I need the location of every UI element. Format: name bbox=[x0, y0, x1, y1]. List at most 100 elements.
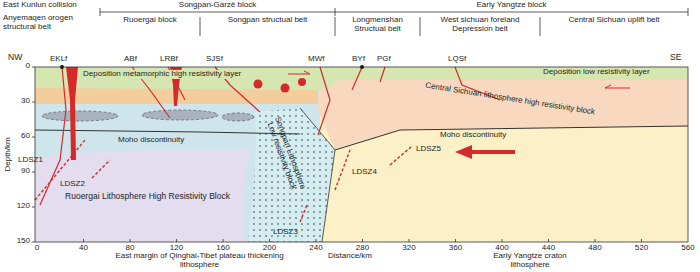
tick bbox=[223, 239, 224, 242]
tick bbox=[455, 239, 456, 242]
belt-label: Ruoergai block bbox=[102, 16, 198, 25]
ldsz-lines bbox=[35, 140, 412, 222]
tick bbox=[269, 239, 270, 242]
zone-label: LDSZ2 bbox=[60, 180, 85, 189]
songpan-block bbox=[248, 108, 335, 242]
fault-label: LRBf bbox=[160, 55, 178, 64]
belt-label: Anyemaqen orogen structural belt bbox=[3, 14, 95, 32]
bracket-tick bbox=[688, 8, 689, 16]
bracket-tick bbox=[100, 8, 101, 16]
tick bbox=[32, 207, 35, 208]
axis-tick-label: 90 bbox=[6, 167, 30, 176]
layer-label: Deposition low resistivity layer bbox=[543, 68, 650, 77]
tick bbox=[83, 239, 84, 242]
axis-tick-label: 520 bbox=[630, 244, 654, 253]
axis-tick-label: 40 bbox=[72, 244, 96, 253]
lens bbox=[222, 113, 254, 121]
fault-label: PGf bbox=[377, 55, 391, 64]
lower-crust bbox=[35, 67, 340, 242]
ldsz-line bbox=[390, 146, 412, 165]
zone-label: LDSZ1 bbox=[18, 156, 43, 165]
axis-tick-label: 240 bbox=[304, 244, 328, 253]
ldsz-line bbox=[300, 205, 307, 222]
belt-label: Songpan structual belt bbox=[202, 16, 333, 25]
ldsz-line bbox=[335, 150, 350, 190]
fault-label: SJSf bbox=[206, 55, 223, 64]
axis-tick-label: 150 bbox=[6, 237, 30, 246]
zone-label: LDSZ5 bbox=[416, 145, 441, 154]
tick bbox=[130, 239, 131, 242]
tick bbox=[409, 239, 410, 242]
block-label: Ruoergai Lithosphere High Resistivity Bl… bbox=[40, 192, 255, 201]
axis-tick-label: 360 bbox=[444, 244, 468, 253]
lithosphere-label: East margin of Qinghai-Tibet plateau thi… bbox=[107, 252, 292, 270]
intrusion bbox=[281, 84, 290, 93]
belt-label: East Kunlun collision bbox=[3, 1, 77, 10]
fault-label: EKLf bbox=[50, 55, 67, 64]
belt-label: Central Sichuan uplift belt bbox=[542, 16, 686, 25]
axis-tick-label: 30 bbox=[6, 97, 30, 106]
tick bbox=[32, 172, 35, 173]
deposition-layer bbox=[35, 67, 688, 90]
tick bbox=[32, 242, 35, 243]
moho-line bbox=[335, 126, 688, 150]
songpan-block-dots bbox=[248, 108, 335, 242]
lithosphere-label: Early Yangtze craton lithosphere bbox=[480, 252, 580, 270]
header-bracket bbox=[100, 8, 688, 36]
lens bbox=[42, 111, 118, 121]
fault-label: MWf bbox=[308, 55, 324, 64]
tick bbox=[32, 67, 35, 68]
direction-label: NW bbox=[8, 53, 22, 62]
block-label: Early Yangtze block bbox=[335, 1, 688, 10]
fault-line bbox=[352, 67, 362, 90]
tick bbox=[362, 239, 363, 242]
fault-label: LQSf bbox=[448, 55, 466, 64]
layer-label: Deposition metamorphic high resistivity … bbox=[82, 70, 242, 79]
block-label: Central Sichuan lithosphere high resisti… bbox=[396, 77, 625, 122]
tick bbox=[641, 239, 642, 242]
axis-tick-label: 320 bbox=[397, 244, 421, 253]
shear-arrow bbox=[605, 85, 630, 88]
axis-tick-label: 0 bbox=[6, 62, 30, 71]
intrusion bbox=[298, 78, 306, 86]
fault-label: ABf bbox=[124, 55, 137, 64]
block-boundary bbox=[300, 108, 335, 242]
tick bbox=[316, 239, 317, 242]
tick bbox=[595, 239, 596, 242]
zone-label: LDSZ4 bbox=[352, 168, 377, 177]
axis-tick-label: 120 bbox=[6, 202, 30, 211]
axis-tick-label: 560 bbox=[676, 244, 700, 253]
block-label: Songpan Lithosphere Low resistivity bloc… bbox=[263, 112, 309, 198]
tick bbox=[502, 239, 503, 242]
bracket-line bbox=[100, 12, 688, 13]
bracket-tick bbox=[540, 17, 541, 36]
frame bbox=[35, 67, 688, 242]
bracket-tick bbox=[335, 8, 336, 16]
push-arrow bbox=[470, 150, 515, 154]
intrusion bbox=[254, 80, 263, 89]
tick bbox=[32, 102, 35, 103]
boundary-label: Moho discontinuity bbox=[440, 131, 506, 140]
lens bbox=[142, 110, 218, 120]
fault-line bbox=[380, 67, 385, 82]
axis-title: Depth/km bbox=[4, 129, 13, 179]
fault-line bbox=[318, 67, 330, 135]
shear-arrow bbox=[288, 71, 310, 74]
block-label: Songpan-Garzê block bbox=[100, 1, 335, 10]
axis-ticks bbox=[32, 67, 642, 242]
belt-label: West sichuan foreland Depression belt bbox=[422, 16, 538, 34]
zone-label: LDSZ3 bbox=[273, 228, 298, 237]
tick bbox=[32, 137, 35, 138]
axis-tick-label: 480 bbox=[583, 244, 607, 253]
belt-label: Longmenshan Structual belt bbox=[337, 16, 418, 34]
boundary-label: Moho discontinuity bbox=[118, 136, 184, 145]
tick bbox=[548, 239, 549, 242]
axis-tick-label: 0 bbox=[25, 244, 49, 253]
axis-title: Distance/km bbox=[315, 252, 385, 261]
intrusion bbox=[66, 67, 78, 160]
axis-tick-label: 60 bbox=[6, 132, 30, 141]
tick bbox=[176, 239, 177, 242]
bracket-tick bbox=[420, 17, 421, 36]
